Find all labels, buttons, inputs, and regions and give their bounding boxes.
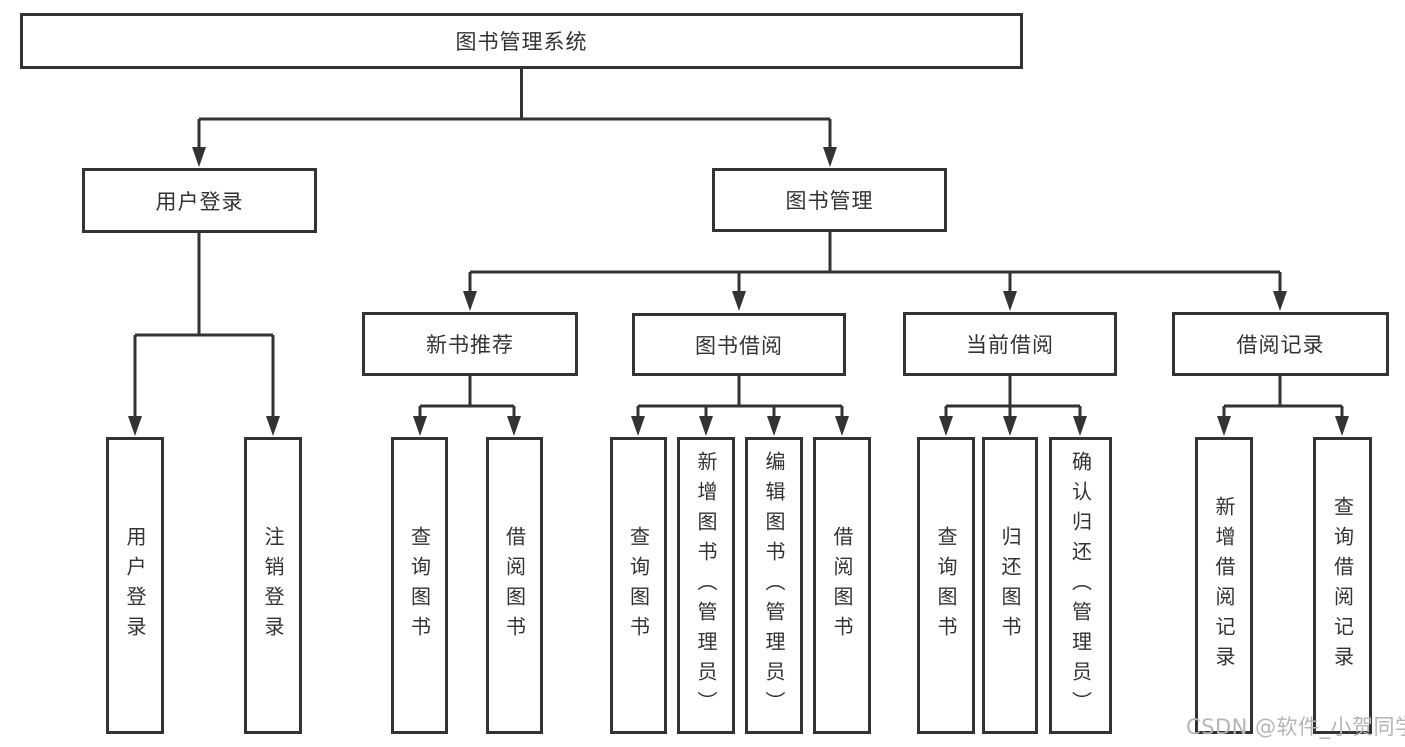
- branch-current-borrow-children: [939, 375, 1087, 436]
- leaf-br-add-record: 新增借阅记录: [1195, 437, 1253, 734]
- leaf-label: 新增借阅记录: [1212, 495, 1236, 676]
- arrow-down-icon: [1217, 416, 1231, 436]
- arrow-down-icon: [266, 416, 280, 436]
- leaf-label: 新增图书（管理员）: [694, 450, 718, 721]
- arrow-down-icon: [1273, 291, 1287, 311]
- leaf-label: 确认归还（管理员）: [1068, 450, 1093, 721]
- leaf-label: 查询图书: [407, 525, 432, 646]
- leaf-label: 用户登录: [123, 525, 147, 646]
- arrow-down-icon: [939, 416, 953, 436]
- arrow-down-icon: [463, 291, 477, 311]
- branch-user-login-children: [128, 233, 280, 436]
- arrow-down-icon: [507, 416, 521, 436]
- arrow-down-icon: [631, 416, 645, 436]
- leaf-label: 编辑图书（管理员）: [762, 450, 786, 721]
- arrow-down-icon: [835, 416, 849, 436]
- node-new-book-recommend: 新书推荐: [362, 312, 578, 376]
- leaf-logout: 注销登录: [244, 437, 302, 734]
- leaf-label: 注销登录: [261, 525, 285, 646]
- leaf-cb-return-book: 归还图书: [982, 437, 1038, 734]
- leaf-label: 借阅图书: [830, 525, 854, 646]
- leaf-bb-borrow-book: 借阅图书: [813, 437, 871, 734]
- node-root-system: 图书管理系统: [20, 13, 1023, 69]
- branch-book-borrow-children: [631, 376, 849, 436]
- node-user-login: 用户登录: [82, 168, 317, 233]
- leaf-bb-query-book: 查询图书: [610, 437, 667, 734]
- leaf-label: 借阅图书: [502, 525, 527, 646]
- arrow-down-icon: [413, 416, 427, 436]
- arrow-down-icon: [128, 416, 142, 436]
- branch-root-to-level2: [192, 67, 837, 167]
- leaf-user-login: 用户登录: [106, 437, 164, 734]
- leaf-rec-borrow-book: 借阅图书: [486, 437, 543, 734]
- arrow-down-icon: [699, 416, 713, 436]
- watermark: CSDN @软件_小贺同学: [1186, 715, 1405, 739]
- leaf-label: 查询图书: [626, 525, 651, 646]
- arrow-down-icon: [823, 147, 837, 167]
- leaf-bb-add-book-admin: 新增图书（管理员）: [677, 437, 735, 734]
- arrow-down-icon: [192, 147, 206, 167]
- branch-new-book-rec-children: [413, 375, 521, 436]
- arrow-down-icon: [767, 416, 781, 436]
- arrow-down-icon: [1073, 416, 1087, 436]
- branch-borrow-records-children: [1217, 375, 1349, 436]
- arrow-down-icon: [1335, 416, 1349, 436]
- leaf-cb-query-book: 查询图书: [917, 437, 975, 734]
- leaf-rec-query-book: 查询图书: [391, 437, 448, 734]
- node-book-borrow: 图书借阅: [632, 313, 846, 376]
- node-borrow-records: 借阅记录: [1172, 312, 1389, 376]
- leaf-label: 归还图书: [998, 525, 1022, 646]
- leaf-br-query-record: 查询借阅记录: [1313, 437, 1372, 734]
- arrow-down-icon: [1003, 416, 1017, 436]
- leaf-label: 查询借阅记录: [1330, 495, 1355, 676]
- branch-book-mgmt-to-level3: [463, 232, 1287, 311]
- node-book-management: 图书管理: [712, 168, 947, 232]
- arrow-down-icon: [732, 291, 746, 311]
- leaf-bb-edit-book-admin: 编辑图书（管理员）: [745, 437, 803, 734]
- leaf-label: 查询图书: [934, 525, 958, 646]
- node-current-borrow: 当前借阅: [903, 312, 1117, 376]
- leaf-cb-confirm-return-admin: 确认归还（管理员）: [1049, 437, 1112, 734]
- arrow-down-icon: [1003, 291, 1017, 311]
